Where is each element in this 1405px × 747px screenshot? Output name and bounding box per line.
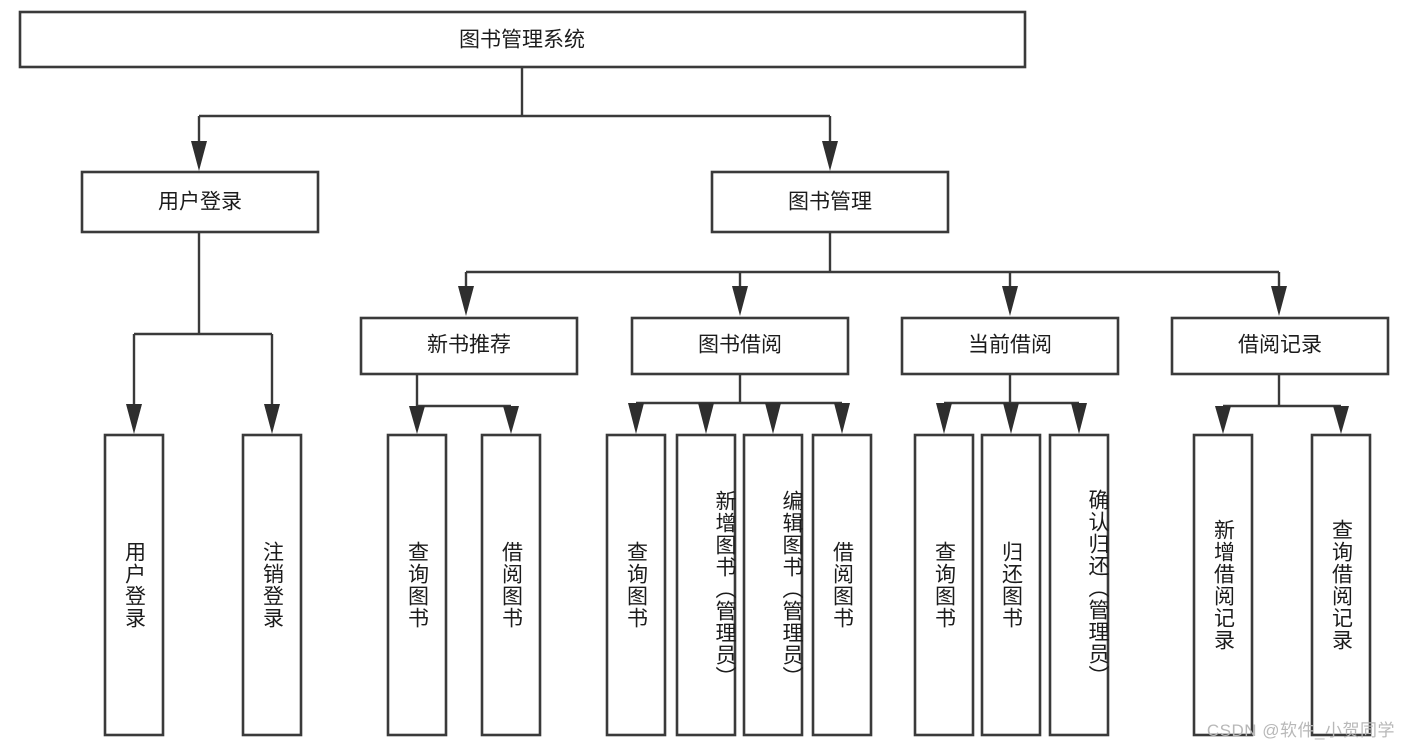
- node-current-borrow[interactable]: 当前借阅: [900, 316, 1120, 376]
- arrow-head-current-borrow-l1: [936, 403, 952, 434]
- node-user-login-box[interactable]: [80, 170, 320, 234]
- node-new-book-recommend-label: 新书推荐: [427, 334, 511, 357]
- arrow-head-user-login-leaf2: [264, 404, 280, 434]
- leaf-box-borrow-record-2[interactable]: [1310, 433, 1372, 737]
- arrow-head-book-borrow-l4: [834, 403, 850, 434]
- node-current-borrow-label: 当前借阅: [968, 334, 1052, 357]
- node-borrow-record[interactable]: 借阅记录: [1170, 316, 1390, 376]
- node-book-borrow-label: 图书借阅: [698, 334, 782, 357]
- leaf-box-book-borrow-4[interactable]: [811, 433, 873, 737]
- leaf-box-book-borrow-1[interactable]: [605, 433, 667, 737]
- node-user-login[interactable]: 用户登录: [80, 170, 320, 234]
- arrow-head-new-book-l2: [503, 406, 519, 434]
- arrow-head-current-borrow-l3: [1071, 403, 1087, 434]
- leaf-box-book-borrow-3[interactable]: [742, 433, 804, 737]
- arrow-head-book-mgmt: [822, 141, 838, 171]
- arrow-head-current-borrow: [1002, 286, 1018, 316]
- arrow-head-new-book: [458, 286, 474, 316]
- node-book-borrow[interactable]: 图书借阅: [630, 316, 850, 376]
- leaf-box-group: [103, 433, 1372, 737]
- node-current-borrow-box[interactable]: [900, 316, 1120, 376]
- arrow-head-book-borrow-l1: [628, 403, 644, 434]
- node-new-book-recommend-box[interactable]: [359, 316, 579, 376]
- arrow-head-borrow-record-l2: [1333, 406, 1349, 434]
- leaf-box-book-borrow-2[interactable]: [675, 433, 737, 737]
- connector-group: [126, 67, 1349, 434]
- arrow-head-user-login-leaf1: [126, 404, 142, 434]
- leaf-box-new-book-2[interactable]: [480, 433, 542, 737]
- arrow-head-borrow-record-l1: [1215, 406, 1231, 434]
- node-borrow-record-box[interactable]: [1170, 316, 1390, 376]
- arrow-head-borrow-record: [1271, 286, 1287, 316]
- arrow-head-book-borrow: [732, 286, 748, 316]
- leaf-box-user-login-2[interactable]: [241, 433, 303, 737]
- leaf-box-borrow-record-1[interactable]: [1192, 433, 1254, 737]
- leaf-box-new-book-1[interactable]: [386, 433, 448, 737]
- node-book-management-box[interactable]: [710, 170, 950, 234]
- node-user-login-label: 用户登录: [158, 191, 242, 214]
- node-book-management[interactable]: 图书管理: [710, 170, 950, 234]
- arrow-head-book-borrow-l2: [698, 403, 714, 434]
- node-root-box[interactable]: [18, 10, 1027, 69]
- leaf-box-user-login-1[interactable]: [103, 433, 165, 737]
- arrow-head-new-book-l1: [409, 406, 425, 434]
- leaf-box-current-borrow-3[interactable]: [1048, 433, 1110, 737]
- arrow-head-book-borrow-l3: [765, 403, 781, 434]
- node-root[interactable]: 图书管理系统: [18, 10, 1027, 69]
- node-borrow-record-label: 借阅记录: [1238, 334, 1322, 357]
- node-root-label: 图书管理系统: [459, 29, 585, 52]
- arrow-head-user-login: [191, 141, 207, 171]
- leaf-box-current-borrow-2[interactable]: [980, 433, 1042, 737]
- watermark-text: CSDN @软件_小贺同学: [1206, 721, 1395, 740]
- leaf-box-current-borrow-1[interactable]: [913, 433, 975, 737]
- node-book-borrow-box[interactable]: [630, 316, 850, 376]
- node-book-management-label: 图书管理: [788, 191, 872, 214]
- arrow-head-current-borrow-l2: [1003, 403, 1019, 434]
- node-new-book-recommend[interactable]: 新书推荐: [359, 316, 579, 376]
